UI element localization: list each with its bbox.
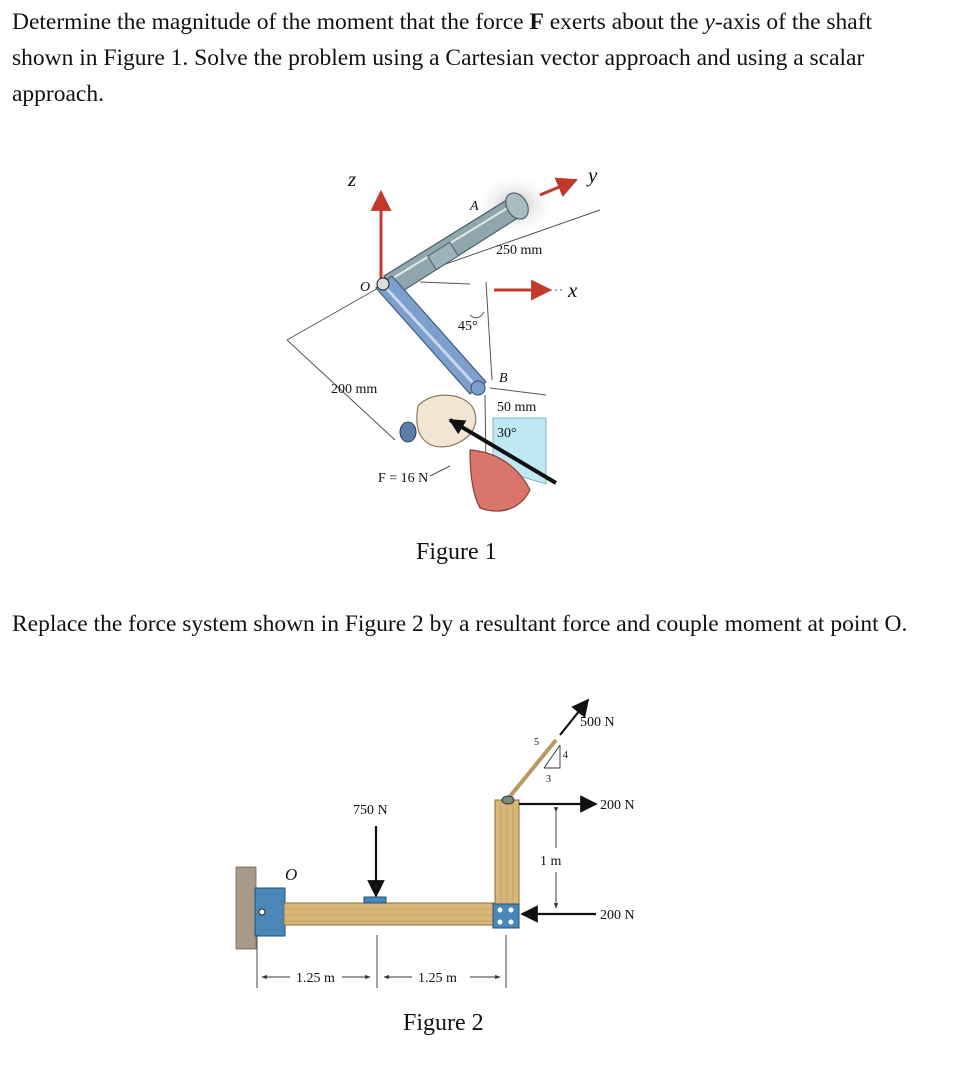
slope-3-label: 3 (546, 774, 551, 785)
force-F-arrow (448, 418, 558, 485)
angle-30-label: 30° (497, 426, 517, 441)
slope-5-label: 5 (534, 737, 539, 748)
force-750-label: 750 N (353, 803, 388, 818)
force-symbol: F (529, 9, 544, 35)
axis-y-label: y (586, 163, 598, 187)
rope (505, 738, 558, 802)
force-label: F = 16 N (378, 471, 428, 486)
y-axis-arrow (539, 177, 578, 197)
bottom-dimension (256, 935, 507, 988)
dim-200-label: 200 mm (331, 382, 377, 397)
axis-symbol: y (704, 9, 715, 35)
problem-2-text: Replace the force system shown in Figure… (12, 611, 908, 637)
force-200-bottom-label: 200 N (600, 908, 635, 923)
axis-z-label: z (347, 167, 356, 191)
force-200-top-label: 200 N (600, 798, 635, 813)
figure-1-caption: Figure 1 (416, 539, 497, 565)
point-B-label: B (499, 371, 508, 386)
angle-45-label: 45° (458, 319, 478, 334)
dim-1m-label: 1 m (540, 854, 562, 869)
figure-1: z y x A 250 mm O 45° B 50 mm 30° (286, 163, 601, 565)
figure-2: O 750 N 500 N 5 4 3 200 N 200 N 1 m (235, 698, 635, 1036)
problem-1-text: Determine the magnitude of the moment th… (12, 9, 873, 107)
force-500-arrow (559, 698, 590, 736)
point-A-label: A (469, 199, 479, 214)
force-500-label: 500 N (580, 715, 615, 730)
dim-50-label: 50 mm (497, 400, 536, 415)
dim-250-label: 250 mm (496, 243, 542, 258)
horizontal-beam (283, 902, 498, 926)
point-O-label-2: O (285, 865, 297, 884)
axis-x-label: x (567, 278, 578, 302)
dim-125-left-label: 1.25 m (296, 971, 335, 986)
point-O-label: O (360, 280, 370, 295)
slope-4-label: 4 (563, 750, 568, 761)
crank-arm (375, 275, 487, 396)
joint-plate (492, 903, 520, 929)
figure-2-caption: Figure 2 (403, 1010, 484, 1036)
dim-125-right-label: 1.25 m (418, 971, 457, 986)
shaft (383, 192, 529, 295)
wall (235, 866, 257, 950)
